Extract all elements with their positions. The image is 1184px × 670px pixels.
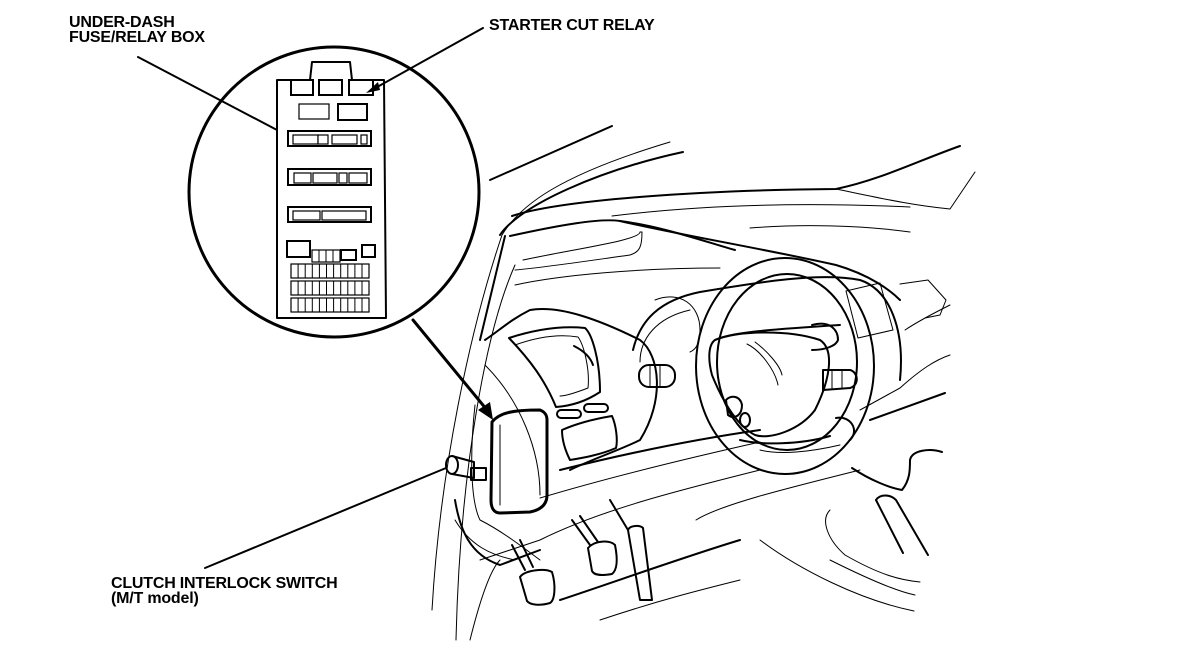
airbag-hub xyxy=(708,331,831,438)
callout-line: UNDER-DASH xyxy=(69,14,175,31)
callout-line: FUSE/RELAY BOX xyxy=(69,29,205,46)
button-right xyxy=(583,403,609,413)
connector-row-1 xyxy=(287,130,372,147)
fuse-rows xyxy=(290,263,370,313)
accelerator-pedal xyxy=(627,524,653,601)
fuse-row xyxy=(290,297,370,313)
center-stack xyxy=(508,326,761,499)
callout-line: STARTER CUT RELAY xyxy=(489,17,655,34)
brake-pedal xyxy=(587,540,618,576)
callout-under-dash-fuse-relay-box: UNDER-DASH FUSE/RELAY BOX xyxy=(69,14,205,46)
relay-slot-2 xyxy=(318,79,343,96)
arrow-to-fuse-box xyxy=(411,318,489,412)
relay-slot-1 xyxy=(290,79,314,96)
relay-slot-4 xyxy=(298,103,330,120)
vent xyxy=(561,415,618,461)
windshield-pillar xyxy=(431,125,684,641)
relay-slot-7 xyxy=(361,244,376,258)
combination-switch-lever xyxy=(638,364,676,388)
steering-wheel-rim-outer xyxy=(695,257,875,475)
arrowhead-fuse-box xyxy=(478,402,493,420)
parking-brake-lever xyxy=(875,494,929,556)
magnifier-circle xyxy=(187,45,481,339)
fuse-box-cover xyxy=(489,408,549,515)
arrowhead-starter-relay xyxy=(366,82,380,93)
leader-starter-relay xyxy=(369,27,484,92)
starter-cut-relay xyxy=(348,79,374,96)
dash-left-panel xyxy=(454,308,658,566)
wheel-buttons-left xyxy=(725,395,743,418)
clutch-pedal-arm xyxy=(511,539,534,571)
callout-starter-cut-relay: STARTER CUT RELAY xyxy=(489,17,655,34)
mini-fuse-strip xyxy=(311,249,341,263)
diode-slot xyxy=(340,249,357,261)
callout-line: (M/T model) xyxy=(111,590,199,607)
dashboard-top xyxy=(509,145,976,301)
steering-wheel xyxy=(695,257,875,475)
connector-row-3 xyxy=(287,206,372,223)
callout-line: CLUTCH INTERLOCK SWITCH xyxy=(111,575,338,592)
clutch-pedal xyxy=(519,568,556,606)
relay-slot-6 xyxy=(286,240,311,258)
button-left xyxy=(556,409,582,419)
fuse-row xyxy=(290,263,370,279)
clutch-interlock-switch xyxy=(445,455,487,481)
callout-clutch-interlock-switch: CLUTCH INTERLOCK SWITCH (M/T model) xyxy=(111,575,338,607)
leader-clutch-switch xyxy=(204,467,447,569)
pedals xyxy=(469,469,761,641)
right-interior xyxy=(695,354,951,612)
leader-fuse-box xyxy=(137,56,278,131)
steering-wheel-rim-inner xyxy=(716,273,858,451)
instrument-cluster xyxy=(632,276,951,381)
fuse-row xyxy=(290,280,370,296)
detail-magnifier xyxy=(187,45,481,339)
connector-row-2 xyxy=(287,168,372,186)
wheel-buttons-right xyxy=(822,369,858,391)
fuse-box-outline xyxy=(276,61,387,319)
relay-slot-5 xyxy=(337,103,368,121)
